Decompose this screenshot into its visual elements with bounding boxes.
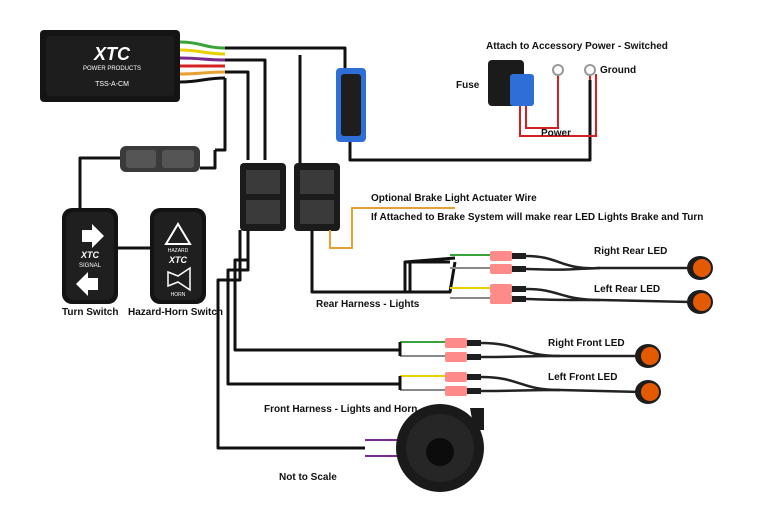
inline-fuse-connector (336, 68, 366, 142)
center-connector-b (294, 163, 340, 231)
hazard-switch-line3: HORN (171, 292, 186, 298)
hazard-horn-switch: HAZARD XTC HORN (150, 208, 206, 304)
label-left-front-led: Left Front LED (548, 372, 618, 383)
fuse-holder (488, 60, 534, 106)
label-right-front-led: Right Front LED (548, 338, 625, 349)
module-model: TSS-A-CM (95, 81, 129, 88)
led-left-rear (687, 290, 713, 314)
power-title: Attach to Accessory Power - Switched (486, 41, 668, 52)
module-pigtail (179, 40, 226, 84)
butt-connectors (445, 251, 512, 396)
led-pigtails (480, 254, 691, 394)
turn-switch-line1: XTC (80, 250, 100, 260)
led-left-front (635, 380, 661, 404)
module-subtitle: POWER PRODUCTS (83, 66, 141, 72)
turn-switch-line2: SIGNAL (79, 263, 102, 269)
horn-wire-purple (365, 439, 400, 457)
brake-wire-title: Optional Brake Light Actuater Wire (371, 193, 537, 204)
front-harness-label: Front Harness - Lights and Horn (264, 404, 418, 415)
hazard-switch-line1: HAZARD (168, 248, 189, 254)
power-label: Power (541, 128, 572, 139)
ground-label: Ground (600, 65, 637, 76)
inline-plug-left (120, 146, 200, 172)
led-right-rear (687, 256, 713, 280)
label-left-rear-led: Left Rear LED (594, 284, 661, 295)
scale-note: Not to Scale (279, 472, 337, 483)
fuse-label: Fuse (456, 80, 480, 91)
butt-connector-tails (467, 253, 526, 394)
center-connector-a (240, 163, 286, 231)
brake-wire (329, 207, 455, 249)
rear-harness-label: Rear Harness - Lights (316, 299, 420, 310)
module-brand: XTC (93, 44, 131, 64)
horn (396, 404, 484, 492)
rear-harness-split (404, 254, 490, 299)
turn-switch-label: Turn Switch (62, 307, 119, 318)
brake-wire-note: If Attached to Brake System will make re… (371, 212, 704, 223)
control-module: XTC POWER PRODUCTS TSS-A-CM (40, 30, 180, 102)
main-harness-wires (78, 46, 592, 450)
hazard-horn-switch-label: Hazard-Horn Switch (128, 307, 224, 318)
label-right-rear-led: Right Rear LED (594, 246, 668, 257)
hazard-switch-line2: XTC (168, 255, 188, 265)
ring-terminals (552, 64, 596, 76)
led-right-front (635, 344, 661, 368)
horn-icon (167, 266, 191, 292)
front-harness-split (398, 341, 445, 391)
turn-switch: XTC SIGNAL (62, 208, 118, 304)
